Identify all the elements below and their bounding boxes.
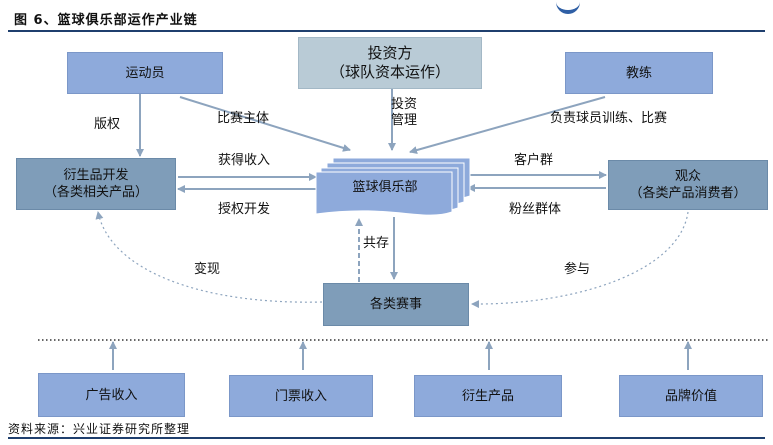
edge-label-license-develop: 授权开发	[218, 202, 271, 217]
edge-label-monetize: 变现	[194, 262, 221, 277]
revenue-brand-value-label: 品牌价值	[664, 388, 717, 404]
revenue-ticket-label: 门票收入	[274, 388, 327, 404]
figure-title: 图 6、篮球俱乐部运作产业链	[14, 13, 198, 28]
node-events-label: 各类赛事	[369, 297, 422, 312]
brand-logo-fragment	[556, 0, 580, 14]
curve-events-to-derivative	[95, 211, 323, 303]
revenue-derivative-product: 衍生产品	[414, 375, 562, 417]
curve-audience-to-events	[471, 211, 689, 309]
node-derivative-line1: 衍生品开发	[63, 168, 129, 183]
revenue-ad: 广告收入	[38, 373, 185, 417]
arrow-coach-to-club	[409, 96, 606, 154]
edge-label-coexist: 共存	[363, 236, 390, 251]
edge-label-coach-duty: 负责球员训练、比赛	[550, 111, 668, 126]
node-investor-line1: 投资方	[367, 44, 413, 62]
node-derivative-dev: 衍生品开发 （各类相关产品）	[16, 158, 176, 210]
edge-label-customer-group: 客户群	[514, 153, 554, 168]
node-coach: 教练	[565, 52, 713, 94]
bottom-rule	[8, 437, 765, 439]
revenue-ticket: 门票收入	[229, 375, 373, 417]
node-derivative-line2: （各类相关产品）	[43, 185, 148, 200]
node-events: 各类赛事	[323, 283, 469, 326]
node-investor-line2: （球队资本运作）	[329, 63, 450, 81]
node-investor: 投资方 （球队资本运作）	[298, 37, 482, 89]
edge-label-manage: 管理	[391, 113, 418, 128]
revenue-ad-label: 广告收入	[85, 387, 138, 403]
arrow-athlete-to-club	[179, 96, 351, 152]
edge-label-participate: 参与	[564, 262, 591, 277]
node-audience-line2: （各类产品消费者）	[629, 186, 747, 201]
source-note: 资料来源：兴业证券研究所整理	[8, 422, 191, 436]
node-athlete: 运动员	[67, 52, 223, 94]
node-audience: 观众 （各类产品消费者）	[608, 160, 768, 210]
revenue-derivative-product-label: 衍生产品	[461, 388, 514, 404]
edge-label-invest-manage: 投资 管理	[391, 97, 417, 129]
node-athlete-label: 运动员	[125, 65, 165, 81]
node-coach-label: 教练	[625, 65, 652, 81]
edge-label-gain-income: 获得收入	[218, 153, 271, 168]
edge-label-competition-subject: 比赛主体	[217, 111, 270, 126]
edge-label-copyright: 版权	[94, 117, 121, 132]
club-shape	[315, 157, 471, 216]
revenue-brand-value: 品牌价值	[619, 375, 763, 417]
node-club-label: 篮球俱乐部	[352, 180, 418, 195]
edge-label-invest: 投资	[391, 97, 418, 112]
edge-label-fan-group: 粉丝群体	[509, 202, 562, 217]
node-audience-line1: 观众	[674, 169, 701, 184]
title-bar: 图 6、篮球俱乐部运作产业链	[8, 6, 765, 32]
